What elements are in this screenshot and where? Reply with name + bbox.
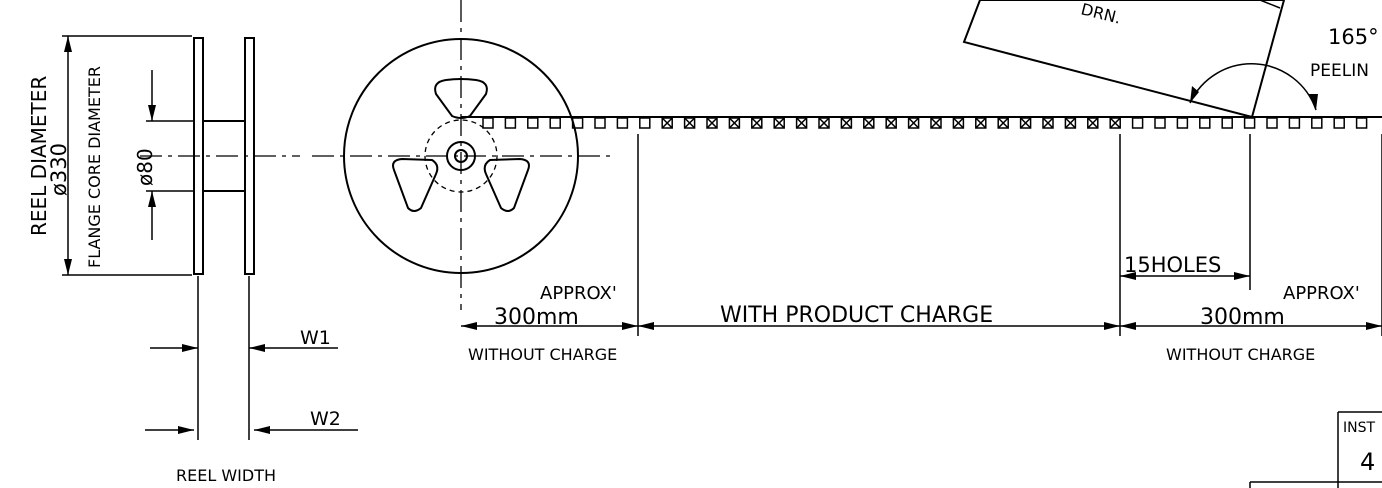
tape-pocket-filled	[930, 117, 942, 129]
peeling-label: PEELIN	[1310, 61, 1369, 81]
tape-pocket-cross	[728, 117, 740, 129]
tape-pocket-filled	[1109, 117, 1121, 129]
tape-pocket-cross	[773, 117, 785, 129]
table-value-partial: 4	[1360, 448, 1375, 476]
length-right-label: 300mm	[1200, 305, 1285, 330]
tape-pocket-empty	[1199, 117, 1211, 129]
tape-pocket-cross	[863, 117, 875, 129]
w1-label: W1	[300, 327, 331, 349]
reel-window-right	[483, 157, 530, 212]
tape-pocket-filled	[1042, 117, 1054, 129]
tape-pocket-filled	[1064, 117, 1077, 129]
reel-window-left	[392, 157, 439, 212]
tape-pocket-empty	[1243, 117, 1256, 129]
tape-pocket-cross	[885, 117, 897, 129]
flange-core-diameter-label: FLANGE CORE DIAMETER	[85, 66, 104, 268]
tape-pocket-cross	[1109, 117, 1121, 129]
tape-pocket-cross	[997, 117, 1009, 129]
tape-pocket-filled	[907, 117, 920, 129]
approx-right-label: APPROX'	[1283, 283, 1360, 304]
with-product-charge-label: WITH PRODUCT CHARGE	[720, 303, 993, 328]
tape-pocket-empty	[1355, 117, 1368, 129]
tape-pocket-filled	[997, 117, 1009, 129]
right-trailer-dimension: APPROX' 300mm WITHOUT CHARGE	[1120, 283, 1382, 364]
tape-pocket-filled	[795, 117, 808, 129]
tape-pocket-filled	[840, 117, 853, 129]
tape-pocket-cross	[908, 117, 920, 129]
tape-pocket-empty	[639, 117, 651, 129]
reel-diameter-label: REEL DIAMETER	[27, 76, 51, 236]
product-charge-dimension: WITH PRODUCT CHARGE	[638, 303, 1120, 330]
reel-diameter-value: ø330	[47, 143, 71, 196]
holes-label: 15HOLES	[1124, 253, 1221, 277]
tape-pocket-filled	[818, 117, 830, 129]
tape-pocket-empty	[1311, 117, 1323, 129]
tape-pocket-cross	[1087, 117, 1099, 129]
reel-side-view: REEL DIAMETER ø330 FLANGE CORE DIAMETER …	[27, 35, 358, 485]
tape-pocket-empty	[1266, 117, 1278, 129]
tape-pocket-filled	[975, 117, 987, 129]
tape-pocket-cross	[818, 117, 830, 129]
tape-pocket-filled	[885, 117, 897, 129]
tape-pocket-cross	[1042, 117, 1054, 129]
tape-pocket-cross	[1020, 117, 1032, 129]
w2-label: W2	[310, 408, 341, 430]
reel-width-label: REEL WIDTH	[176, 466, 276, 485]
tape-pocket-empty	[1154, 117, 1166, 129]
core-diameter-value: ø80	[133, 148, 157, 186]
tape-pocket-filled	[661, 117, 673, 129]
tape-pocket-empty	[1131, 117, 1144, 129]
tape-pocket-cross	[975, 117, 987, 129]
tape-pocket-cross	[930, 117, 942, 129]
tape-pocket-filled	[751, 117, 763, 129]
holes-dimension: 15HOLES	[1120, 253, 1250, 280]
without-charge-right-label: WITHOUT CHARGE	[1166, 345, 1315, 364]
tape-pocket-cross	[684, 117, 696, 129]
peeling-angle-arc	[1189, 63, 1317, 111]
tape-pocket-filled	[952, 117, 965, 129]
tape-partial-label: DRN.	[1079, 0, 1123, 28]
tape-pocket-empty	[594, 117, 606, 129]
left-leader-dimension: APPROX' 300mm WITHOUT CHARGE	[461, 283, 638, 364]
reel-front-view	[312, 0, 612, 310]
tape-pocket-cross	[952, 117, 964, 129]
tape-pocket-empty	[482, 117, 494, 129]
tape-pocket-filled	[1019, 117, 1032, 129]
tape-pocket-cross	[661, 117, 673, 129]
tape-pocket-filled	[683, 117, 696, 129]
tape-pocket-filled	[706, 117, 718, 129]
without-charge-left-label: WITHOUT CHARGE	[468, 345, 617, 364]
tape-pocket-empty	[571, 117, 584, 129]
tape-pocket-cross	[706, 117, 718, 129]
length-left-label: 300mm	[494, 305, 579, 330]
tape-pocket-cross	[751, 117, 763, 129]
tape-pocket-empty	[504, 117, 517, 129]
tape-pocket-empty	[527, 117, 539, 129]
tape-pocket-filled	[863, 117, 875, 129]
tape-pockets	[482, 117, 1368, 129]
tape-pocket-empty	[1221, 117, 1233, 129]
approx-left-label: APPROX'	[540, 283, 617, 304]
table-header-partial: INST	[1343, 420, 1375, 436]
carrier-tape	[461, 116, 1382, 129]
cover-tape-peeling: DRN. 165° PEELIN	[962, 0, 1379, 119]
tape-pocket-empty	[616, 117, 629, 129]
cover-tape	[962, 0, 1286, 119]
title-block-partial: INST 4	[1249, 411, 1382, 488]
tape-pocket-cross	[840, 117, 852, 129]
tape-pocket-empty	[1333, 117, 1345, 129]
tape-pocket-cross	[1064, 117, 1076, 129]
tape-pocket-empty	[549, 117, 561, 129]
tape-pocket-empty	[1288, 117, 1301, 129]
tape-pocket-filled	[1087, 117, 1099, 129]
tape-pocket-empty	[1176, 117, 1189, 129]
tape-pocket-filled	[728, 117, 741, 129]
tape-pocket-filled	[773, 117, 785, 129]
tape-pocket-cross	[796, 117, 808, 129]
angle-label: 165°	[1328, 25, 1379, 49]
